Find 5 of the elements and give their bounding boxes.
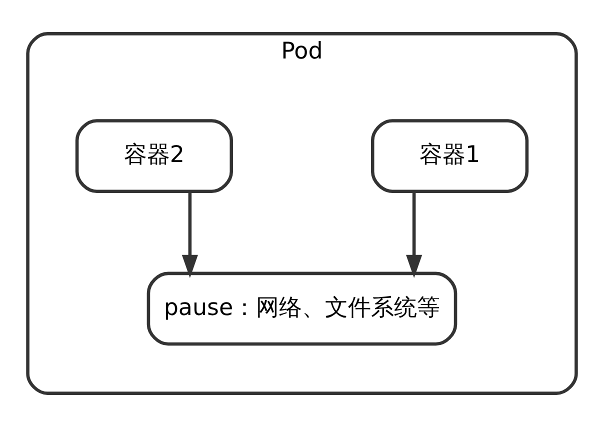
node-box: 容器2 <box>75 118 234 192</box>
arrow <box>406 190 422 278</box>
node-box: pause：网络、文件系统等 <box>146 271 458 346</box>
arrow <box>182 190 198 278</box>
node-box: 容器1 <box>370 118 529 192</box>
